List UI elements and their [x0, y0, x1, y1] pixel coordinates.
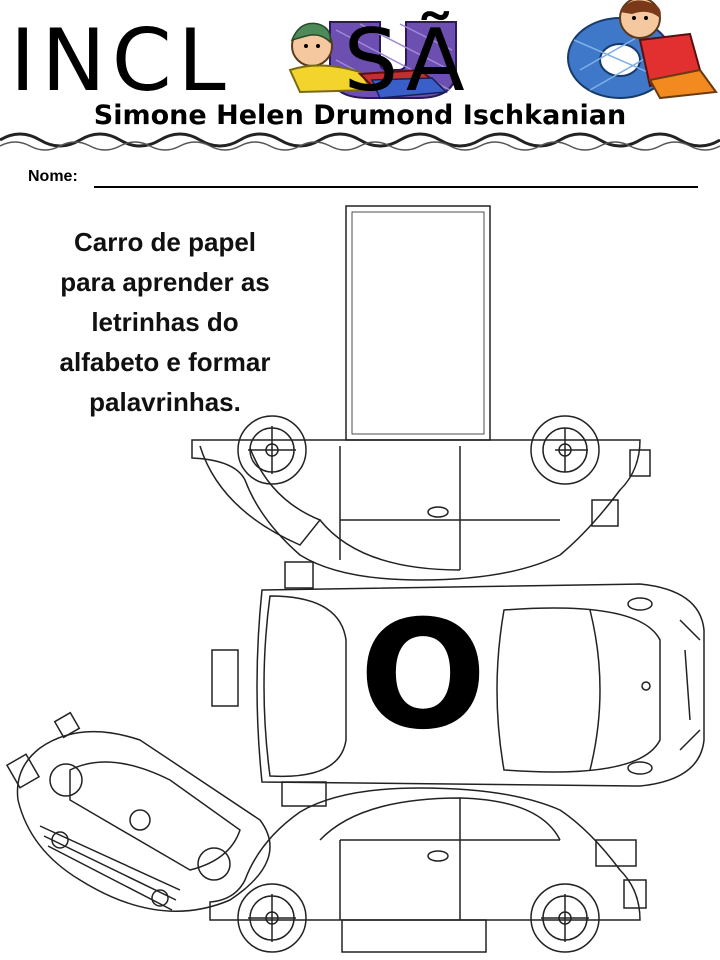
car-side-view-bottom	[209, 787, 647, 953]
author-name: Simone Helen Drumond Ischkanian	[93, 100, 627, 131]
car-side-view-top	[191, 415, 651, 581]
title-left-text: INCL	[10, 11, 232, 111]
instructions-line: palavrinhas.	[89, 387, 241, 417]
featured-letter: O	[359, 589, 487, 763]
instructions-line: letrinhas do	[91, 307, 239, 337]
child-illustration-right	[619, 0, 718, 100]
name-write-line[interactable]	[94, 186, 698, 188]
title-right-text: SÃ	[343, 11, 471, 111]
instructions-text: Carro de papel para aprender as letrinha…	[20, 222, 310, 422]
name-label: Nome:	[28, 168, 78, 185]
car-roof-strip	[345, 205, 491, 441]
wavy-divider	[0, 132, 720, 148]
name-field-row: Nome:	[28, 168, 698, 190]
car-front-piece	[5, 711, 271, 912]
instructions-line: para aprender as	[60, 267, 270, 297]
car-top-view	[211, 561, 705, 807]
child-illustration-left	[288, 22, 448, 99]
instructions-line: Carro de papel	[73, 227, 257, 257]
instructions-line: alfabeto e formar	[59, 347, 271, 377]
